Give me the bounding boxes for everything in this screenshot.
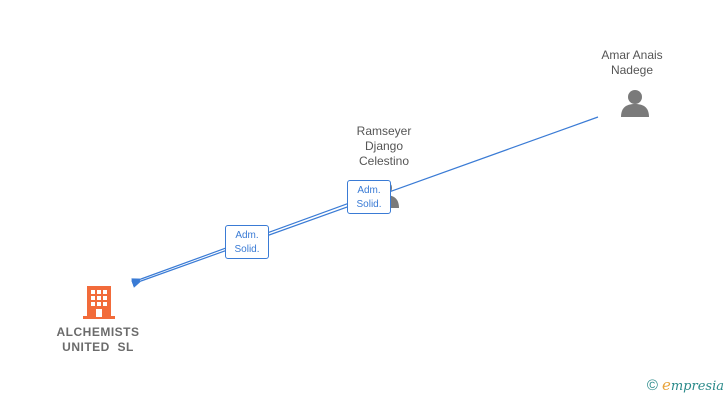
edge-label-line: Solid. (356, 199, 382, 210)
building-icon[interactable] (83, 285, 115, 319)
brand-name: mpresia (670, 379, 724, 394)
person-icon[interactable] (620, 89, 650, 117)
node-name-line: Ramseyer (356, 124, 412, 138)
edge-label-line: Solid. (234, 244, 260, 255)
node-name-line: Celestino (358, 154, 410, 168)
edge-label-line: Adm. (357, 185, 381, 196)
node-label-ramseyer: Ramseyer Django Celestino (338, 124, 430, 169)
node-name-line: ALCHEMISTS (56, 325, 140, 339)
edge-label-line: Adm. (235, 230, 259, 241)
brand-logo[interactable]: empresia (662, 376, 724, 394)
node-name-line: Nadege (610, 63, 654, 77)
node-name-line: UNITED SL (62, 340, 134, 354)
node-name-line: Amar Anais (601, 48, 663, 62)
edge-label-ramseyer[interactable]: Adm. Solid. (347, 180, 391, 214)
node-label-company: ALCHEMISTS UNITED SL (45, 325, 151, 355)
edge-label-amar[interactable]: Adm. Solid. (225, 225, 269, 259)
brand-initial: e (661, 376, 671, 394)
node-name-line: Django (364, 139, 404, 153)
copyright-icon: © (646, 376, 658, 394)
footer-brand: © empresia (647, 376, 724, 394)
node-label-amar: Amar Anais Nadege (586, 48, 678, 78)
